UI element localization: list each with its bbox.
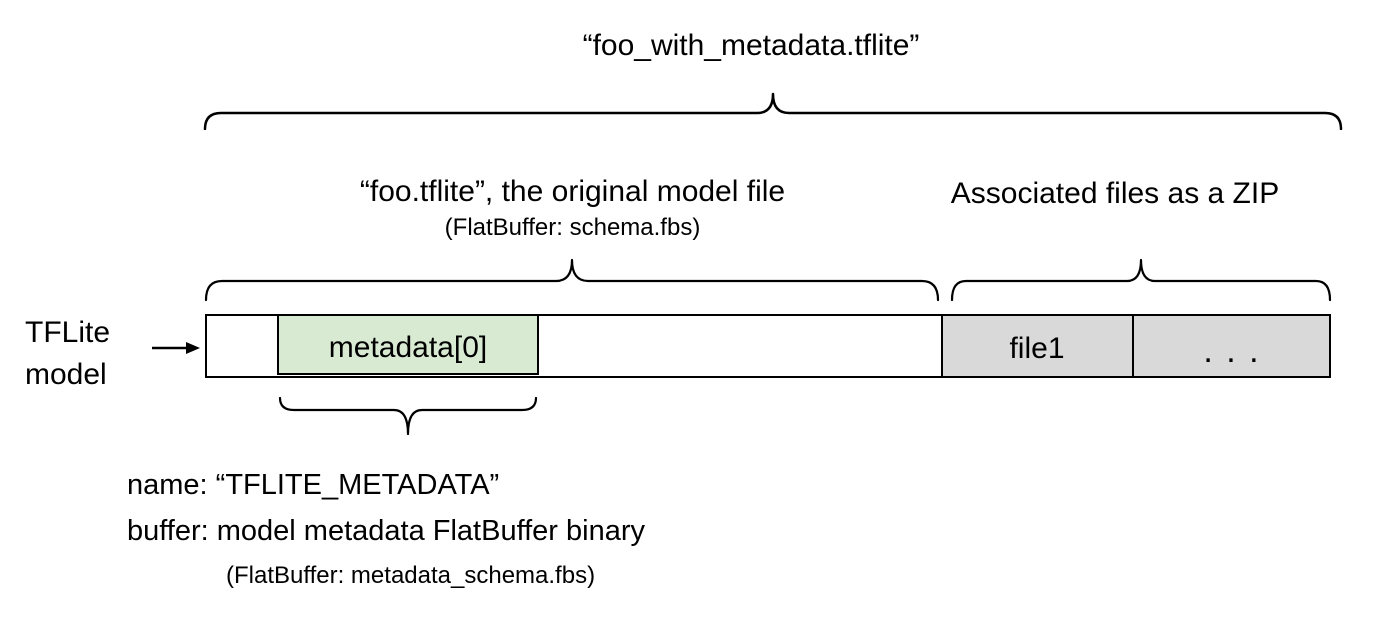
associated-files-label: Associated files as a ZIP bbox=[950, 177, 1280, 210]
metadata-annotation: name: “TFLITE_METADATA” buffer: model me… bbox=[127, 462, 645, 594]
tflite-model-label: TFLite model bbox=[25, 312, 110, 396]
original-model-sublabel: (FlatBuffer: schema.fbs) bbox=[444, 214, 701, 241]
annotation-name-line: name: “TFLITE_METADATA” bbox=[127, 469, 500, 501]
annotation-buffer-line: buffer: model metadata FlatBuffer binary bbox=[127, 515, 645, 547]
tflite-model-label-line1: TFLite bbox=[25, 316, 111, 349]
original-model-label-text: “foo.tflite”, the original model file bbox=[359, 175, 786, 208]
metadata-cell-label: metadata[0] bbox=[328, 330, 488, 364]
brace-associated-files-icon bbox=[950, 258, 1332, 302]
brace-original-model-icon bbox=[204, 258, 940, 302]
file1-cell: file1 bbox=[941, 314, 1133, 378]
more-files-cell: . . . bbox=[1133, 314, 1331, 378]
file-title: “foo_with_metadata.tflite” bbox=[582, 29, 920, 62]
file1-cell-label: file1 bbox=[1009, 332, 1065, 365]
cell-divider bbox=[1132, 315, 1134, 377]
brace-whole-file-icon bbox=[203, 92, 1343, 130]
tflite-model-label-line2: model bbox=[25, 358, 107, 391]
annotation-schema-line: (FlatBuffer: metadata_schema.fbs) bbox=[226, 562, 596, 589]
brace-metadata-icon bbox=[278, 396, 538, 436]
more-files-label: . . . bbox=[1203, 331, 1261, 370]
arrow-right-icon bbox=[152, 342, 200, 354]
metadata-cell: metadata[0] bbox=[277, 314, 539, 375]
original-model-label: “foo.tflite”, the original model file (F… bbox=[205, 174, 940, 243]
zip-region bbox=[941, 314, 1331, 378]
